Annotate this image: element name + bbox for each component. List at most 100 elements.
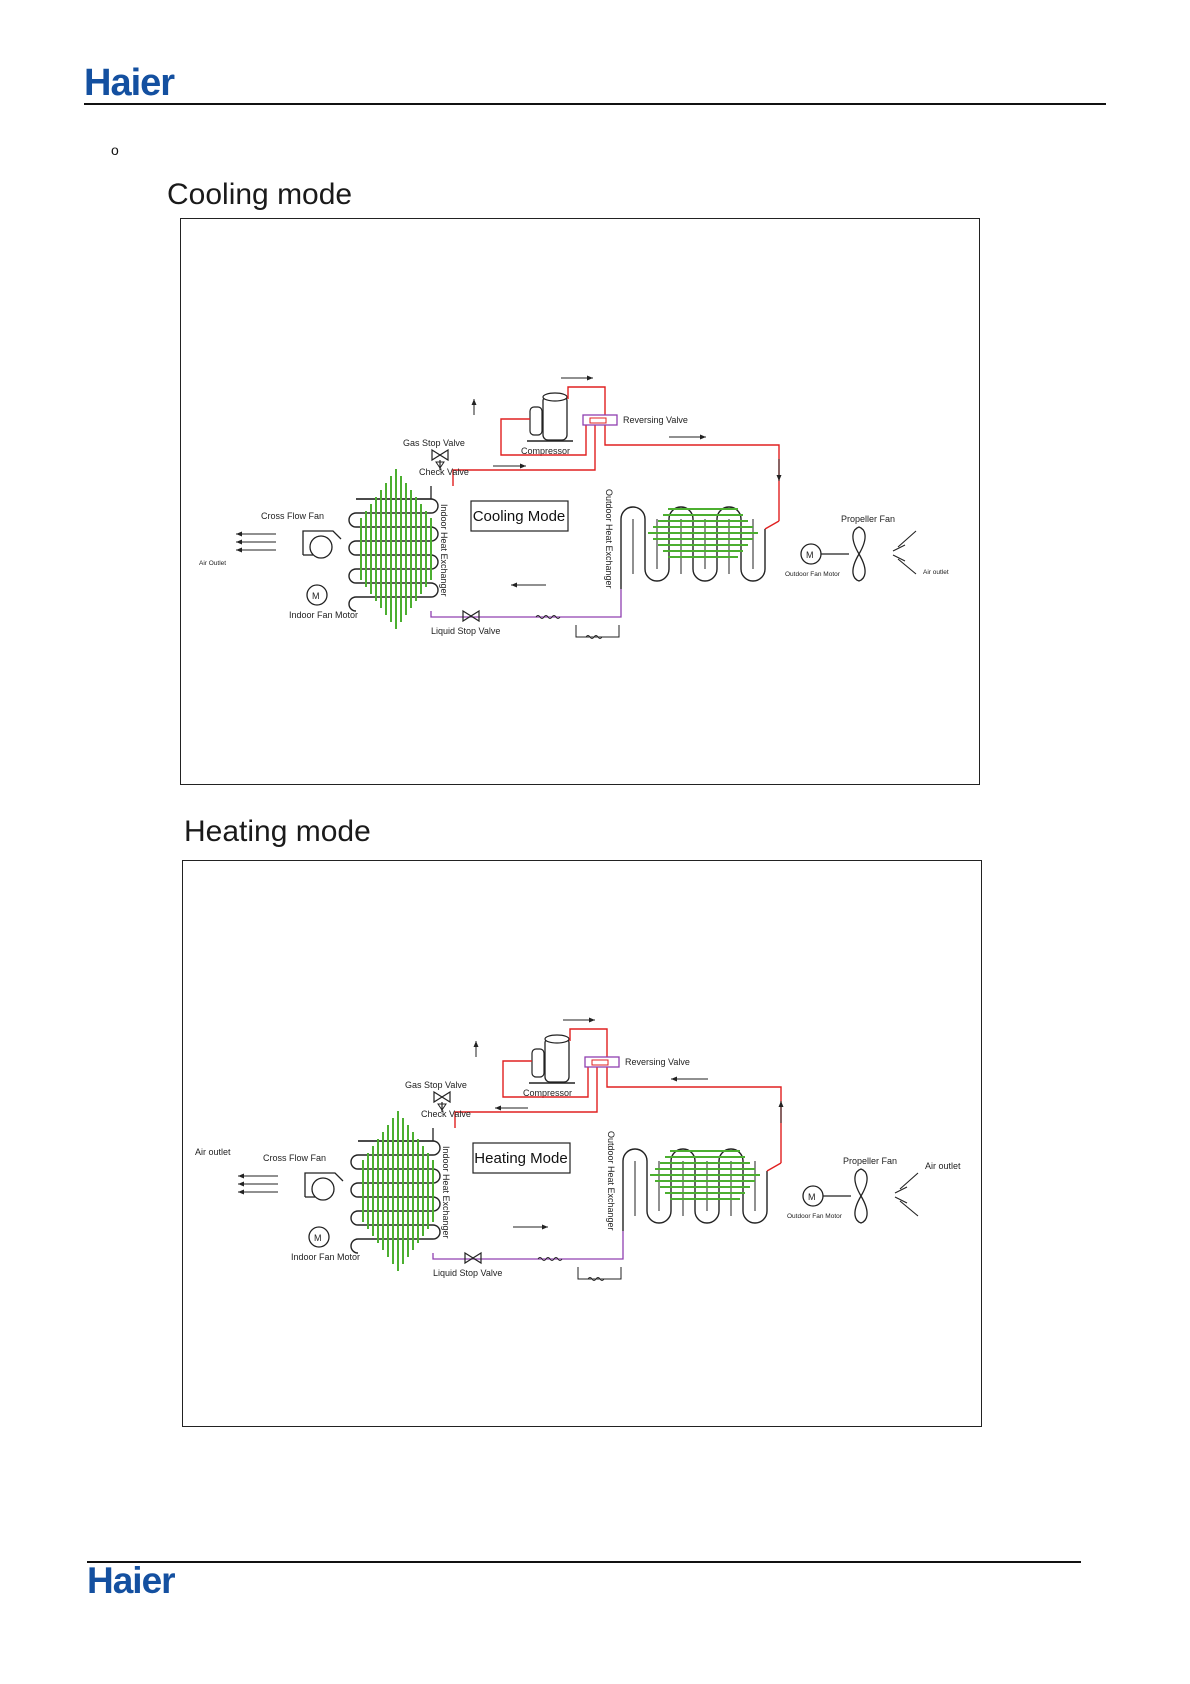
- indoor-hx-label: Indoor Heat Exchanger: [439, 504, 449, 597]
- expansion-capillary: [535, 589, 622, 639]
- flow-arrow-liquid: [511, 582, 546, 588]
- check-valve-icon: [435, 460, 445, 470]
- outdoor-fan-motor-icon: M: [800, 543, 849, 565]
- gas-line-outdoor: [606, 1066, 782, 1163]
- heating-mode-title: Heating mode: [184, 815, 371, 848]
- propeller-fan-icon: [852, 526, 866, 582]
- gas-line-indoor: [454, 1066, 598, 1128]
- gas-stop-valve-icon: [433, 1090, 451, 1104]
- indoor-hx-label: Indoor Heat Exchanger: [441, 1146, 451, 1239]
- check-valve-label: Check Valve: [421, 1109, 471, 1119]
- gas-stop-valve-icon: [431, 448, 449, 462]
- haier-logo-footer: Haier: [87, 1560, 176, 1601]
- cooling-mode-box: Cooling Mode: [470, 500, 569, 532]
- flow-arrow-liquid: [513, 1224, 548, 1230]
- liquid-line: [430, 611, 601, 618]
- outdoor-fan-motor-icon: M: [802, 1185, 851, 1207]
- propeller-fan-label: Propeller Fan: [843, 1156, 897, 1166]
- heating-mode-box: Heating Mode: [472, 1142, 571, 1174]
- indoor-fan-motor-label: Indoor Fan Motor: [289, 610, 358, 620]
- reversing-valve-label: Reversing Valve: [623, 415, 688, 425]
- outdoor-airflow-arrows: [892, 530, 917, 575]
- suction-pipe: [502, 1060, 589, 1098]
- outdoor-fan-motor-label: Outdoor Fan Motor: [787, 1213, 843, 1220]
- suction-pipe: [500, 418, 587, 456]
- flow-arrow-top: [563, 1017, 595, 1023]
- outdoor-hx-label: Outdoor Heat Exchanger: [606, 1131, 616, 1231]
- airflow-arrow-0: [238, 1173, 278, 1179]
- expansion-capillary: [537, 1231, 624, 1281]
- propeller-fan-label: Propeller Fan: [841, 514, 895, 524]
- indoor-inlet-pipe: [356, 486, 432, 500]
- outdoor-airflow-arrows: [894, 1172, 919, 1217]
- haier-logo-header: Haier: [84, 62, 175, 104]
- compressor-icon: [527, 392, 573, 442]
- flow-arrow-outdoor: [671, 1076, 708, 1082]
- flow-arrow-up: [778, 1101, 784, 1123]
- propeller-fan-icon: [854, 1168, 868, 1224]
- gas-line-outdoor: [604, 424, 780, 521]
- compressor-label: Compressor: [523, 1088, 572, 1098]
- compressor-label: Compressor: [521, 446, 570, 456]
- indoor-fan-motor-icon: M: [308, 1226, 330, 1248]
- flow-arrow-left-up: [471, 399, 477, 415]
- discharge-pipe: [567, 386, 606, 419]
- compressor-icon: [529, 1034, 575, 1084]
- airflow-arrow-2: [236, 547, 276, 553]
- outdoor-air-outlet-label: Air outlet: [925, 1161, 961, 1171]
- cross-flow-fan-label: Cross Flow Fan: [263, 1153, 326, 1163]
- discharge-pipe: [569, 1028, 608, 1061]
- liquid-stop-valve-icon: [464, 1251, 482, 1265]
- indoor-air-outlet-label: Air outlet: [195, 1147, 231, 1157]
- airflow-arrow-0: [236, 531, 276, 537]
- cross-flow-fan-icon: [304, 1172, 344, 1201]
- flow-arrow-outdoor: [669, 434, 706, 440]
- cooling-mode-label: Cooling Mode: [473, 508, 566, 525]
- outdoor-fan-motor-label: Outdoor Fan Motor: [785, 571, 841, 578]
- flow-arrow-down: [776, 459, 782, 481]
- indoor-airflow-arrows: [236, 531, 276, 553]
- flow-arrow-left-up: [473, 1041, 479, 1057]
- indoor-airflow-arrows: [238, 1173, 278, 1195]
- indoor-motor-symbol: M: [314, 1233, 322, 1243]
- outdoor-coil-fins: [650, 1150, 760, 1200]
- outdoor-coil: [620, 506, 780, 589]
- heating-mode-label: Heating Mode: [474, 1150, 567, 1167]
- reversing-valve-label: Reversing Valve: [625, 1057, 690, 1067]
- airflow-arrow-1: [238, 1181, 278, 1187]
- indoor-coil: [350, 1140, 441, 1254]
- flow-arrow-gas: [493, 463, 526, 469]
- outdoor-motor-symbol: M: [808, 1192, 816, 1202]
- indoor-motor-symbol: M: [312, 591, 320, 601]
- reversing-valve-icon: [584, 1056, 620, 1068]
- check-valve-label: Check Valve: [419, 467, 469, 477]
- bullet-mark: o: [111, 142, 119, 158]
- airflow-arrow-2: [238, 1189, 278, 1195]
- indoor-coil: [348, 498, 439, 612]
- flow-arrow-top: [561, 375, 593, 381]
- check-valve-icon: [437, 1102, 447, 1112]
- cooling-mode-title: Cooling mode: [167, 178, 353, 211]
- indoor-air-outlet-label: Air Outlet: [199, 560, 226, 567]
- indoor-coil-fins: [360, 469, 432, 629]
- liquid-stop-valve-label: Liquid Stop Valve: [433, 1268, 502, 1278]
- liquid-stop-valve-icon: [462, 609, 480, 623]
- footer-rule: [87, 1561, 1081, 1563]
- indoor-inlet-pipe: [358, 1128, 434, 1142]
- gas-line-indoor: [452, 424, 596, 486]
- reversing-valve-icon: [582, 414, 618, 426]
- cross-flow-fan-label: Cross Flow Fan: [261, 511, 324, 521]
- header-rule: [84, 103, 1106, 105]
- gas-stop-valve-label: Gas Stop Valve: [405, 1080, 467, 1090]
- indoor-coil-fins: [362, 1111, 434, 1271]
- outdoor-coil-fins: [648, 508, 758, 558]
- indoor-fan-motor-icon: M: [306, 584, 328, 606]
- liquid-stop-valve-label: Liquid Stop Valve: [431, 626, 500, 636]
- outdoor-air-outlet-label: Air outlet: [923, 569, 949, 576]
- cross-flow-fan-icon: [302, 530, 342, 559]
- gas-stop-valve-label: Gas Stop Valve: [403, 438, 465, 448]
